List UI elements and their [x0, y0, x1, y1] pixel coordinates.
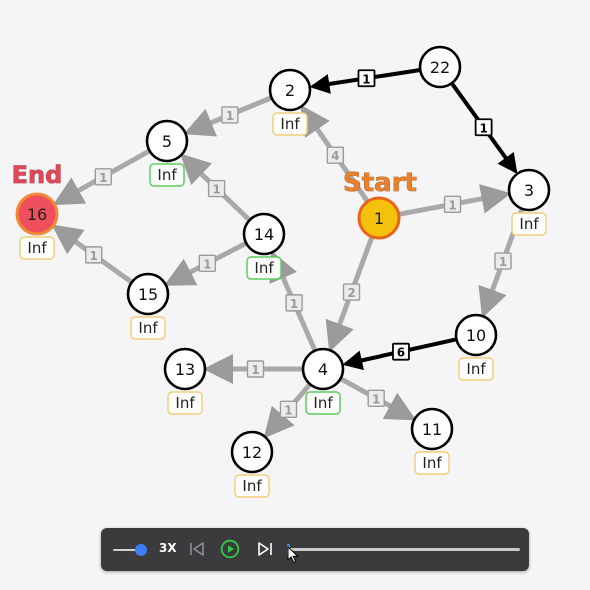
node-11[interactable]: 11 — [410, 407, 454, 451]
edge-weight-15-16: 1 — [85, 246, 103, 264]
svg-text:6: 6 — [397, 346, 405, 360]
node-14[interactable]: 14 — [242, 212, 286, 256]
edge-weight-5-16: 1 — [94, 168, 113, 186]
node-1[interactable]: 1 — [357, 196, 401, 240]
svg-text:5: 5 — [162, 132, 172, 151]
node-3[interactable]: 3 — [507, 168, 551, 212]
svg-text:1: 1 — [362, 72, 370, 86]
edge-weight-4-12: 1 — [279, 400, 298, 419]
svg-text:15: 15 — [138, 285, 158, 304]
svg-text:10: 10 — [466, 326, 486, 345]
edge-weight-14-5: 1 — [207, 179, 226, 198]
svg-text:Inf: Inf — [280, 115, 300, 133]
svg-text:2: 2 — [347, 286, 355, 300]
svg-text:Inf: Inf — [175, 394, 195, 412]
svg-text:Inf: Inf — [466, 360, 486, 378]
svg-text:Inf: Inf — [313, 394, 333, 412]
node-4[interactable]: 4 — [301, 347, 345, 391]
distance-label-13: Inf — [167, 391, 203, 415]
svg-text:12: 12 — [242, 443, 262, 462]
speed-slider-knob[interactable] — [135, 544, 147, 556]
distance-label-14: Inf — [246, 256, 282, 280]
edge-weight-2-5: 1 — [221, 106, 239, 124]
mouse-cursor-icon — [287, 546, 299, 564]
svg-text:4: 4 — [331, 149, 339, 163]
svg-text:1: 1 — [90, 249, 98, 263]
svg-text:2: 2 — [285, 81, 295, 100]
distance-label-15: Inf — [130, 316, 166, 340]
edge-weight-1-3: 1 — [443, 195, 462, 213]
play-icon — [220, 539, 240, 559]
svg-text:Inf: Inf — [27, 239, 47, 257]
distance-label-10: Inf — [458, 357, 494, 381]
svg-text:Inf: Inf — [422, 454, 442, 472]
distance-label-11: Inf — [414, 451, 450, 475]
edge-weight-14-15: 1 — [198, 254, 217, 273]
distance-label-16: Inf — [19, 236, 55, 260]
node-22[interactable]: 22 — [418, 45, 462, 89]
svg-text:11: 11 — [422, 420, 442, 439]
node-5[interactable]: 5 — [145, 119, 189, 163]
svg-text:1: 1 — [226, 109, 234, 123]
progress-track[interactable] — [287, 544, 520, 555]
edge-weight-22-2: 1 — [357, 69, 376, 88]
edge-weight-4-14: 1 — [285, 294, 303, 312]
node-2[interactable]: 2 — [268, 68, 312, 112]
svg-text:1: 1 — [290, 297, 298, 311]
step-forward-button[interactable] — [255, 539, 275, 559]
speed-slider-track[interactable] — [113, 549, 143, 551]
svg-text:1: 1 — [203, 257, 211, 271]
edge-weight-4-13: 1 — [246, 360, 265, 378]
start-label: Start — [343, 168, 417, 198]
svg-text:3: 3 — [524, 181, 534, 200]
svg-text:1: 1 — [99, 171, 107, 185]
node-12[interactable]: 12 — [230, 430, 274, 474]
edge-weight-22-3: 1 — [474, 118, 493, 137]
edge-weight-4-11: 1 — [367, 389, 385, 407]
end-label: End — [12, 161, 63, 189]
svg-text:Inf: Inf — [254, 259, 274, 277]
distance-label-12: Inf — [234, 474, 270, 498]
speed-label: 3X — [159, 541, 177, 555]
node-16[interactable]: 16 — [15, 192, 59, 236]
svg-text:13: 13 — [175, 360, 195, 379]
distance-label-4: Inf — [305, 391, 341, 415]
svg-text:Inf: Inf — [519, 215, 539, 233]
edge-weight-1-4: 2 — [342, 283, 361, 301]
step-back-button[interactable] — [187, 539, 207, 559]
svg-text:1: 1 — [284, 403, 292, 417]
svg-text:1: 1 — [372, 392, 380, 406]
distance-label-2: Inf — [272, 112, 308, 136]
svg-text:22: 22 — [430, 58, 450, 77]
svg-text:14: 14 — [254, 225, 274, 244]
playback-controls: 3X — [101, 528, 529, 571]
svg-text:1: 1 — [374, 209, 384, 228]
edge-weight-10-4: 6 — [392, 342, 410, 361]
svg-text:Inf: Inf — [138, 319, 158, 337]
node-10[interactable]: 10 — [454, 313, 498, 357]
edge-weight-1-2: 4 — [326, 146, 345, 164]
step-back-icon — [190, 542, 204, 556]
step-forward-icon — [258, 542, 272, 556]
node-13[interactable]: 13 — [163, 347, 207, 391]
edge-weight-3-10: 1 — [494, 252, 512, 270]
svg-text:16: 16 — [27, 205, 47, 224]
svg-text:1: 1 — [448, 198, 456, 212]
svg-text:1: 1 — [212, 183, 220, 197]
svg-text:4: 4 — [318, 360, 328, 379]
play-button[interactable] — [220, 539, 240, 559]
distance-label-5: Inf — [149, 163, 185, 187]
distance-label-3: Inf — [511, 212, 547, 236]
svg-text:Inf: Inf — [242, 477, 262, 495]
svg-text:1: 1 — [251, 363, 259, 377]
svg-text:1: 1 — [479, 121, 487, 135]
node-15[interactable]: 15 — [126, 272, 170, 316]
svg-text:Inf: Inf — [157, 166, 177, 184]
svg-text:1: 1 — [499, 255, 507, 269]
